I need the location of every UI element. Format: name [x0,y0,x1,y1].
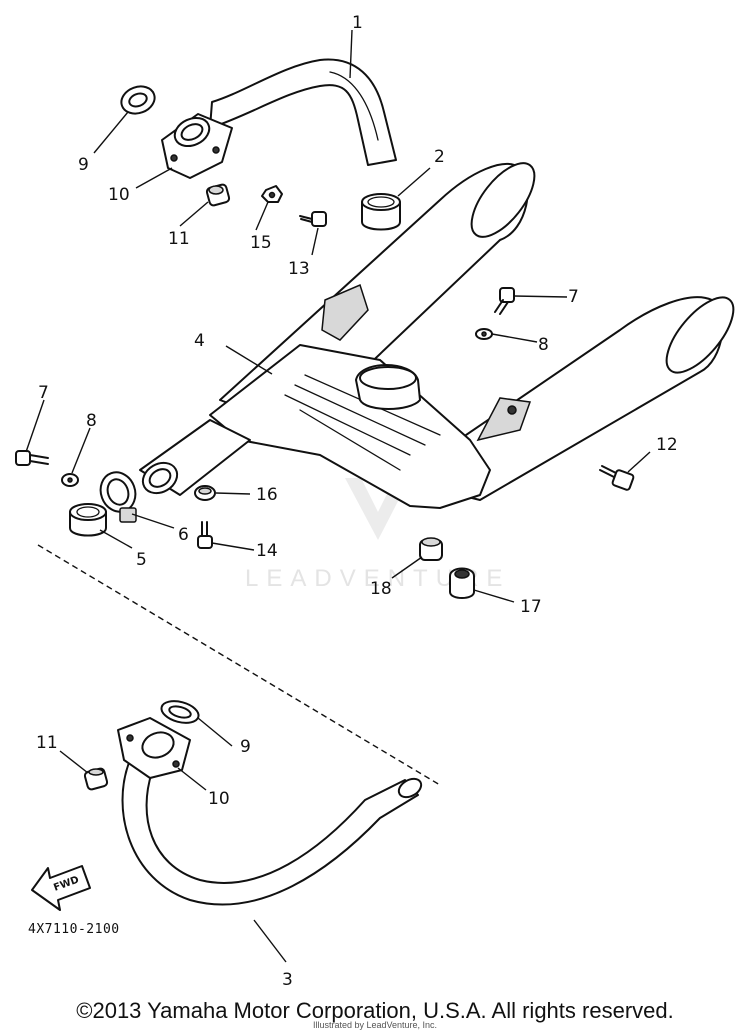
part-9-gasket-lower [160,700,200,724]
callout-11-lower: 11 [36,733,58,753]
part-4-muffler-assembly [139,162,735,509]
callout-17: 17 [520,597,542,617]
part-5-gasket [69,503,107,537]
part-15-nut [261,185,283,203]
part-7-bolt-left [15,450,49,466]
callout-8-left: 8 [86,411,97,431]
part-1-exhaust-pipe-upper [209,58,397,166]
diagram-code: 4X7110-2100 [28,922,120,937]
callout-2: 2 [434,147,445,167]
part-17-cap-nut [449,567,475,599]
part-7-screw-right [494,287,515,315]
part-3-exhaust-pipe-lower [121,759,423,906]
callout-3: 3 [282,970,293,990]
part-8-washer-left [61,473,79,487]
callout-10-lower: 10 [208,789,230,809]
part-6-clamp [99,471,137,523]
callout-4: 4 [194,331,205,351]
callouts: 1 2 3 4 5 6 7 7 8 8 9 9 10 10 11 11 12 1… [36,13,678,990]
callout-9-upper: 9 [78,155,89,175]
callout-13: 13 [288,259,310,279]
callout-15: 15 [250,233,272,253]
callout-7-right: 7 [568,287,579,307]
callout-5: 5 [136,550,147,570]
callout-6: 6 [178,525,189,545]
callout-7-left: 7 [38,383,49,403]
part-9-gasket-upper [120,85,156,115]
callout-8-right: 8 [538,335,549,355]
part-18-nut [419,537,443,561]
fwd-arrow-icon: FWD [31,865,91,911]
part-13-bolt [299,211,327,227]
part-2-clamp-ring [361,193,401,231]
callout-12: 12 [656,435,678,455]
part-11-nut-upper [205,183,231,207]
callout-1: 1 [352,13,363,33]
copyright-notice: ©2013 Yamaha Motor Corporation, U.S.A. A… [76,998,674,1023]
part-10-flange-upper [161,113,233,179]
callout-18: 18 [370,579,392,599]
assembly-guide-line [37,544,441,786]
callout-16: 16 [256,485,278,505]
leader-lines [25,29,651,963]
part-8-washer-right [475,328,493,340]
callout-10-upper: 10 [108,185,130,205]
part-16-grommet [194,485,216,501]
part-10-flange-lower [117,717,191,779]
part-11-nut-lower [83,767,109,791]
callout-9-lower: 9 [240,737,251,757]
part-12-bolt [599,465,635,491]
callout-14: 14 [256,541,278,561]
callout-11-upper: 11 [168,229,190,249]
illustration-credit: Illustrated by LeadVenture, Inc. [312,1020,438,1030]
part-14-bolt [197,521,213,549]
